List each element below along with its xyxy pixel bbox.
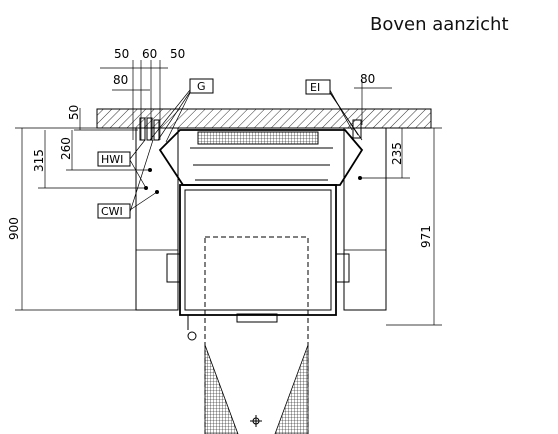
hood-grill — [197, 131, 319, 145]
dim-top-50-b: 50 — [170, 47, 185, 61]
label-ei: EI — [310, 81, 320, 94]
label-g: G — [197, 80, 206, 93]
dim-971: 971 — [419, 225, 433, 248]
dim-315: 315 — [32, 149, 46, 172]
machine-body — [179, 184, 337, 316]
left-pipes — [139, 117, 160, 141]
right-cabinet — [343, 127, 387, 311]
dim-top-60: 60 — [142, 47, 157, 61]
dim-260: 260 — [59, 137, 73, 160]
left-cabinet — [135, 127, 179, 311]
label-cwi: CWI — [101, 205, 123, 218]
view-title: Boven aanzicht — [370, 14, 509, 35]
right-rack — [274, 344, 309, 434]
basket-outline — [204, 236, 309, 434]
left-rack — [204, 344, 239, 434]
dim-left-80: 80 — [113, 73, 128, 87]
label-hwi: HWI — [101, 153, 123, 166]
worktop — [96, 108, 432, 129]
dim-top-50-a: 50 — [114, 47, 129, 61]
dim-left-50: 50 — [67, 105, 81, 120]
dim-235: 235 — [390, 142, 404, 165]
drain-hose — [187, 331, 197, 341]
dim-900: 900 — [7, 217, 21, 240]
bottom-handle — [236, 313, 278, 323]
center-mark — [250, 415, 262, 427]
dim-right-80: 80 — [360, 72, 375, 86]
